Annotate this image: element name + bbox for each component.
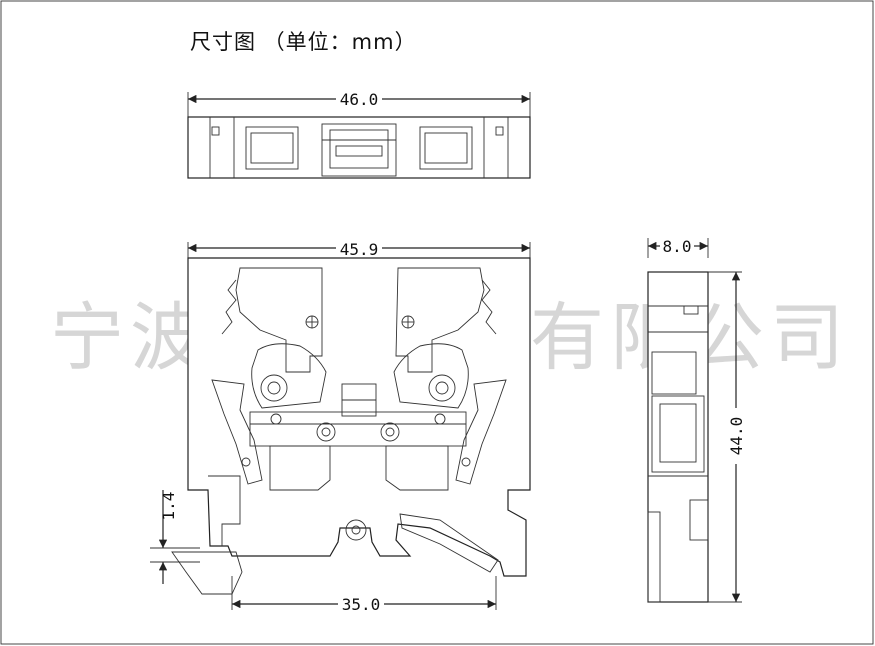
side-view: 8.0 44.0 [647,237,746,603]
front-view: 45.9 [150,240,531,614]
side-width-label: 8.0 [663,237,692,256]
left-small-label: 1.4 [159,492,178,521]
side-height-label: 44.0 [727,417,746,456]
bottom-width-label: 35.0 [342,595,381,614]
drawing-title: 尺寸图 （单位：mm） [190,30,417,54]
top-view: 46.0 [187,90,531,179]
front-width-label: 45.9 [340,240,379,259]
top-width-label: 46.0 [340,90,379,109]
